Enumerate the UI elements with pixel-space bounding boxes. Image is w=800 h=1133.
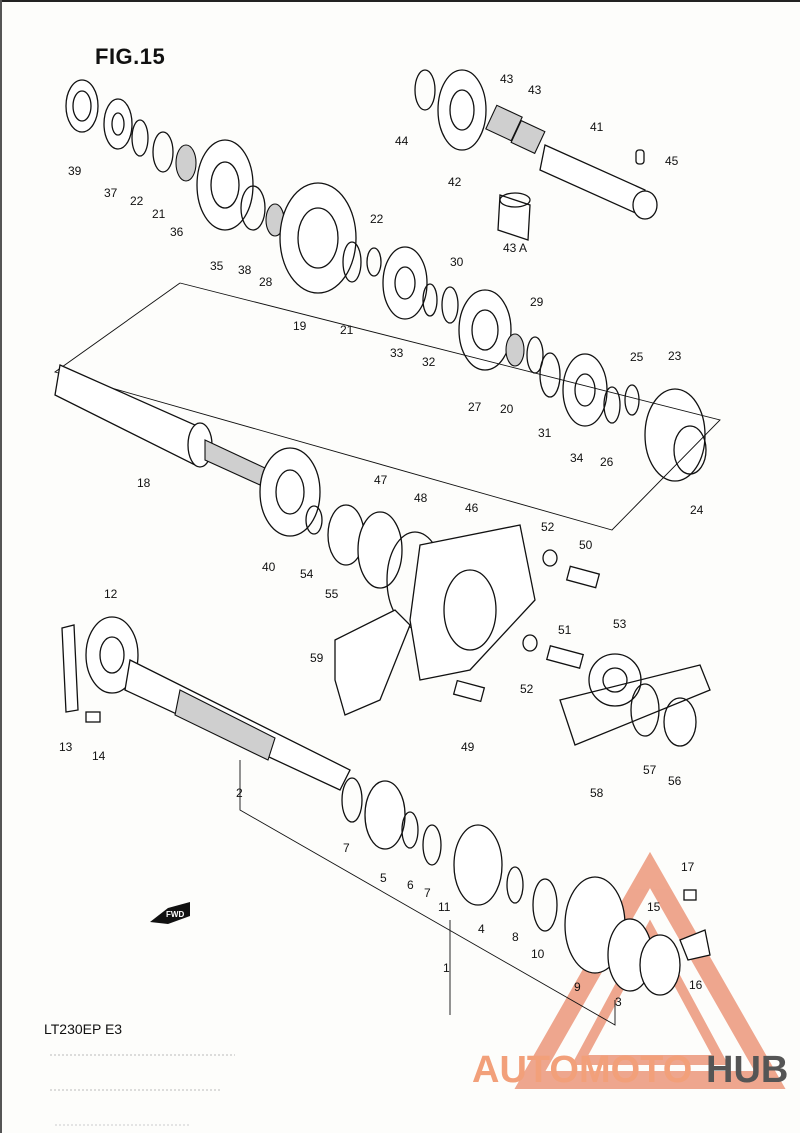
callout-1: 1 [443, 961, 450, 975]
callout-36: 36 [170, 225, 184, 239]
callout-24: 24 [690, 503, 704, 517]
callout-27: 27 [468, 400, 482, 414]
callout-35: 35 [210, 259, 224, 273]
callout-3: 3 [615, 995, 622, 1009]
sheet-border-left [0, 0, 2, 1133]
callout-4: 4 [478, 922, 485, 936]
callout-31: 31 [538, 426, 552, 440]
fwd-label: FWD [166, 910, 184, 919]
callout-50: 50 [579, 538, 593, 552]
model-code: LT230EP E3 [44, 1021, 123, 1037]
callout-45: 45 [665, 154, 679, 168]
callout-33: 33 [390, 346, 404, 360]
callout-42: 42 [448, 175, 462, 189]
callout-13: 13 [59, 740, 73, 754]
figure-title: FIG.15 [95, 44, 166, 69]
callout-15: 15 [647, 900, 661, 914]
callout-11: 11 [438, 900, 451, 914]
callout-56: 56 [668, 774, 682, 788]
watermark-text-accent: HUB [706, 1049, 788, 1091]
callout-58: 58 [590, 786, 604, 800]
watermark-text-main: AUTOMOTO [472, 1049, 692, 1091]
callout-52: 52 [541, 520, 555, 534]
callout-59: 59 [310, 651, 324, 665]
callout-53: 53 [613, 617, 627, 631]
callout-22: 22 [130, 194, 144, 208]
watermark: AUTOMOTO HUB [472, 1049, 788, 1091]
callout-21b: 21 [340, 323, 354, 337]
callout-21: 21 [152, 207, 166, 221]
callout-46: 46 [465, 501, 479, 515]
callout-23: 23 [668, 349, 682, 363]
sprocket-and-chain [452, 549, 711, 747]
callout-12: 12 [104, 587, 118, 601]
callout-47: 47 [374, 473, 388, 487]
callout-10: 10 [531, 947, 545, 961]
pin-icon [635, 149, 645, 165]
callout-43b: 43 [528, 83, 542, 97]
callout-28: 28 [259, 275, 273, 289]
countershaft-gear-cluster [65, 79, 707, 482]
callout-57: 57 [643, 763, 657, 777]
callout-20: 20 [500, 402, 514, 416]
callout-38: 38 [238, 263, 252, 277]
callout-18: 18 [137, 476, 151, 490]
callout-52b: 52 [520, 682, 534, 696]
callout-7: 7 [343, 841, 350, 855]
callout-7b: 7 [424, 886, 431, 900]
callout-37: 37 [104, 186, 118, 200]
callout-29: 29 [530, 295, 544, 309]
callout-55: 55 [325, 587, 339, 601]
callout-34: 34 [570, 451, 584, 465]
callout-43a: 43 [500, 72, 514, 86]
callout-8: 8 [512, 930, 519, 944]
callout-22b: 22 [370, 212, 384, 226]
callout-39: 39 [68, 164, 82, 178]
driveshaft-assembly [414, 69, 658, 241]
callout-6: 6 [407, 878, 414, 892]
callout-49: 49 [461, 740, 475, 754]
callout-2: 2 [236, 786, 243, 800]
callout-43-a: 43 A [503, 241, 527, 255]
callout-16: 16 [689, 978, 703, 992]
callout-54: 54 [300, 567, 314, 581]
callout-30: 30 [450, 255, 464, 269]
callout-labels: 39 37 22 21 36 35 38 28 19 21 22 33 32 3… [59, 72, 704, 1009]
triangle-logo-icon [514, 851, 786, 1089]
callout-25: 25 [630, 350, 644, 364]
sheet-border-top [0, 0, 800, 2]
lower-shaft-group [61, 616, 711, 1026]
callout-14: 14 [92, 749, 106, 763]
footer-rules [50, 1054, 235, 1126]
forward-arrow-icon: FWD [150, 902, 190, 924]
mainshaft-group [53, 282, 721, 716]
callout-19: 19 [293, 319, 307, 333]
callout-5: 5 [380, 871, 387, 885]
callout-9: 9 [574, 980, 581, 994]
callout-17: 17 [681, 860, 695, 874]
callout-51: 51 [558, 623, 572, 637]
callout-44: 44 [395, 134, 409, 148]
callout-32: 32 [422, 355, 436, 369]
callout-41: 41 [590, 120, 604, 134]
callout-26: 26 [600, 455, 614, 469]
callout-40: 40 [262, 560, 276, 574]
callout-48: 48 [414, 491, 428, 505]
